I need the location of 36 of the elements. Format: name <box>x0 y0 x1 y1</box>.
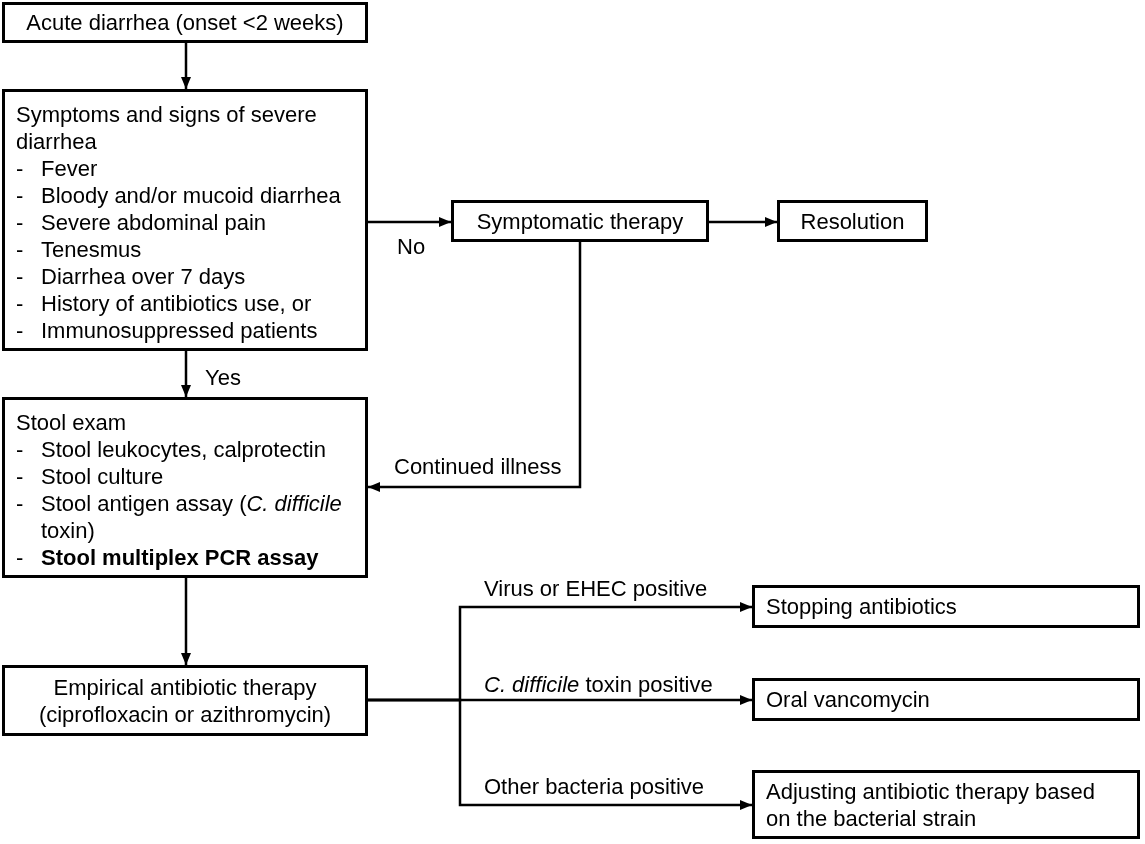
arrow <box>181 578 191 665</box>
process-box <box>2 665 368 736</box>
process-box <box>2 2 368 43</box>
box-text: Resolution <box>799 207 906 235</box>
arrow <box>709 217 777 227</box>
box-heading: Stool exam <box>16 409 128 436</box>
arrow <box>368 698 752 810</box>
box-text: Symptomatic therapy <box>475 207 685 235</box>
list-item: - Stool antigen assay (C. difficile toxin) <box>16 490 343 544</box>
box-text: Adjusting antibiotic therapy based on the bacterial strain <box>766 777 1096 832</box>
process-box <box>777 200 928 242</box>
list-item: - Severe abdominal pain <box>16 209 268 236</box>
box-text: Oral vancomycin <box>766 686 931 713</box>
process-box <box>752 678 1140 721</box>
process-box <box>451 200 709 242</box>
box-text: Acute diarrhea (onset <2 weeks) <box>25 9 345 36</box>
list-item: - Bloody and/or mucoid diarrhea <box>16 182 342 209</box>
box-text: Stopping antibiotics <box>766 593 958 620</box>
process-box <box>2 89 368 351</box>
process-box <box>752 770 1140 839</box>
box-heading: Symptoms and signs of severe diarrhea <box>16 101 318 155</box>
arrow <box>181 43 191 89</box>
list-item: - Tenesmus <box>16 236 143 263</box>
arrow <box>181 351 191 397</box>
list-item: - Stool leukocytes, calprotectin <box>16 436 327 463</box>
list-item: - Fever <box>16 155 99 182</box>
list-item: - History of antibiotics use, or <box>16 290 313 317</box>
process-box <box>2 397 368 578</box>
box-text: Empirical antibiotic therapy (ciprofloxacin or azithromycin) <box>37 673 333 728</box>
list-item: - Immunosuppressed patients <box>16 317 319 344</box>
list-item: - Diarrhea over 7 days <box>16 263 247 290</box>
process-box <box>752 585 1140 628</box>
arrow <box>368 242 582 492</box>
list-item: - Stool multiplex PCR assay <box>16 544 320 571</box>
list-item: - Stool culture <box>16 463 165 490</box>
arrow <box>368 217 451 227</box>
